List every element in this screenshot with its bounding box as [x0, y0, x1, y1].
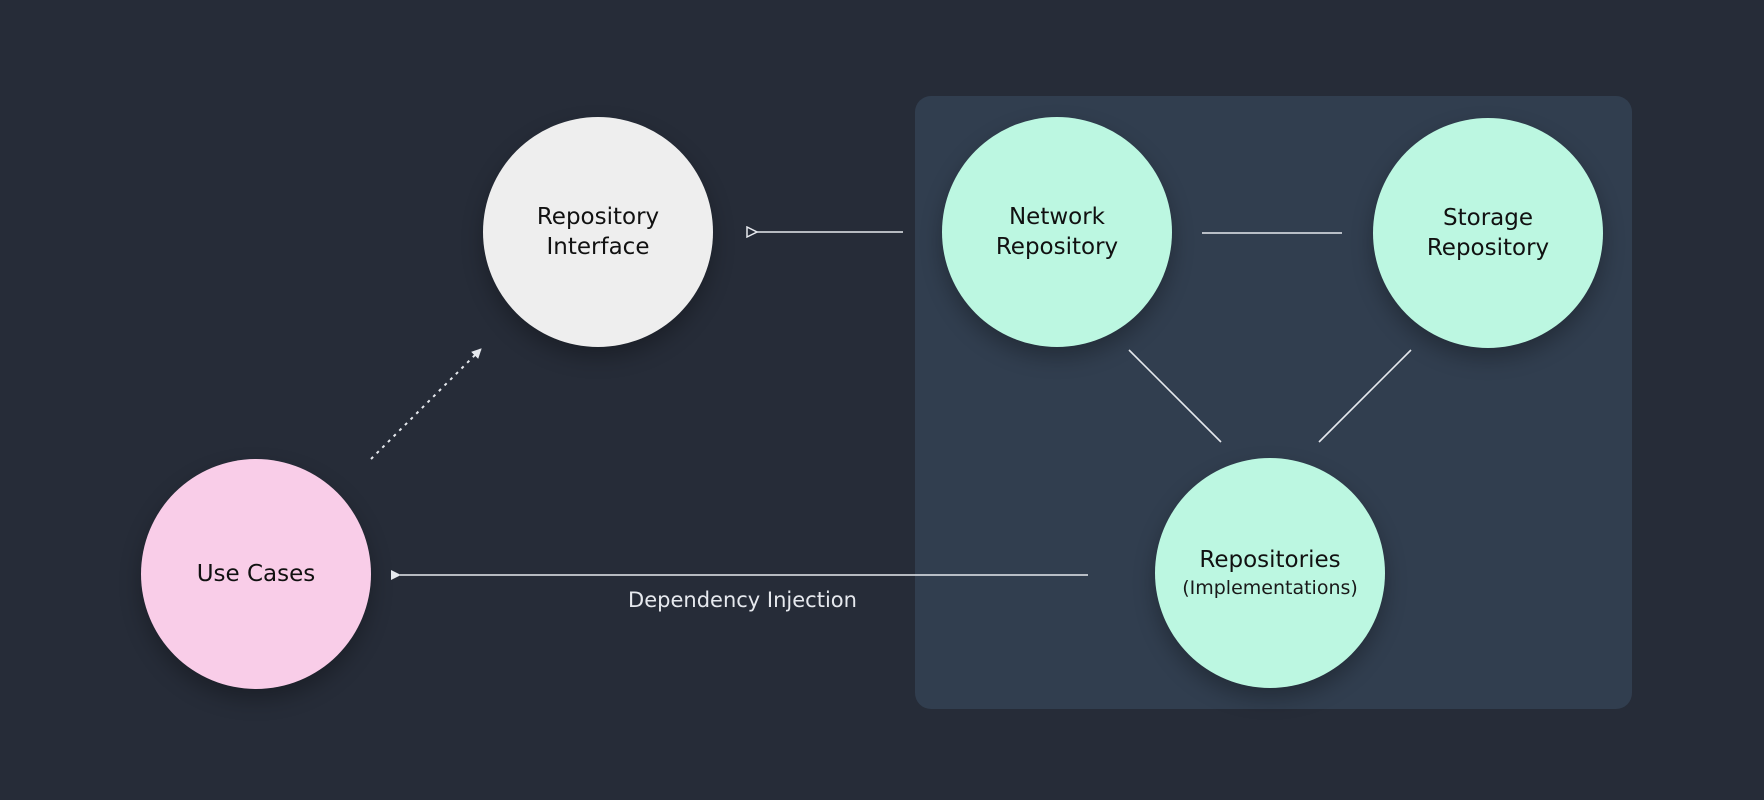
dependency-injection-label: Dependency Injection: [628, 588, 857, 612]
network-repository-label: Network Repository: [995, 204, 1119, 260]
repositories-label: Repositories: [1199, 547, 1341, 573]
repositories-node: Repositories (Implementations): [1155, 458, 1385, 688]
use-cases-node: Use Cases: [141, 459, 371, 689]
network-repository-node: Network Repository: [942, 117, 1172, 347]
repository-interface-label: Repository Interface: [536, 204, 660, 260]
storage-repository-label: Storage Repository: [1426, 205, 1550, 261]
storage-repository-node: Storage Repository: [1373, 118, 1603, 348]
repositories-sublabel: (Implementations): [1182, 577, 1358, 599]
use-cases-label: Use Cases: [196, 561, 316, 587]
repository-interface-node: Repository Interface: [483, 117, 713, 347]
dependency-dotted-arrow: [370, 348, 482, 460]
